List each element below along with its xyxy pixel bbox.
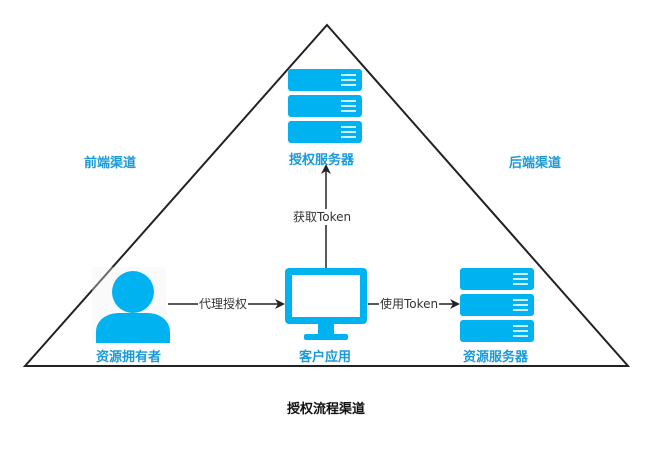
resource-server-label: 资源服务器 (463, 350, 529, 365)
diagram-caption: 授权流程渠道 (287, 402, 366, 417)
auth-server-label: 授权服务器 (289, 153, 355, 168)
resource-owner-label: 资源拥有者 (96, 350, 162, 365)
client-app-label: 客户应用 (299, 350, 352, 365)
edge-label-use-token: 使用Token (379, 296, 440, 312)
resource-server-icon (460, 268, 534, 342)
edge-label-proxy-auth: 代理授权 (198, 296, 249, 312)
back-channel-label: 后端渠道 (509, 156, 562, 171)
edge-label-get-token: 获取Token (292, 209, 353, 225)
front-channel-label: 前端渠道 (84, 156, 137, 171)
user-icon (92, 267, 170, 343)
auth-server-icon (288, 69, 362, 143)
channel-triangle (22, 23, 631, 367)
monitor-icon (285, 268, 367, 340)
